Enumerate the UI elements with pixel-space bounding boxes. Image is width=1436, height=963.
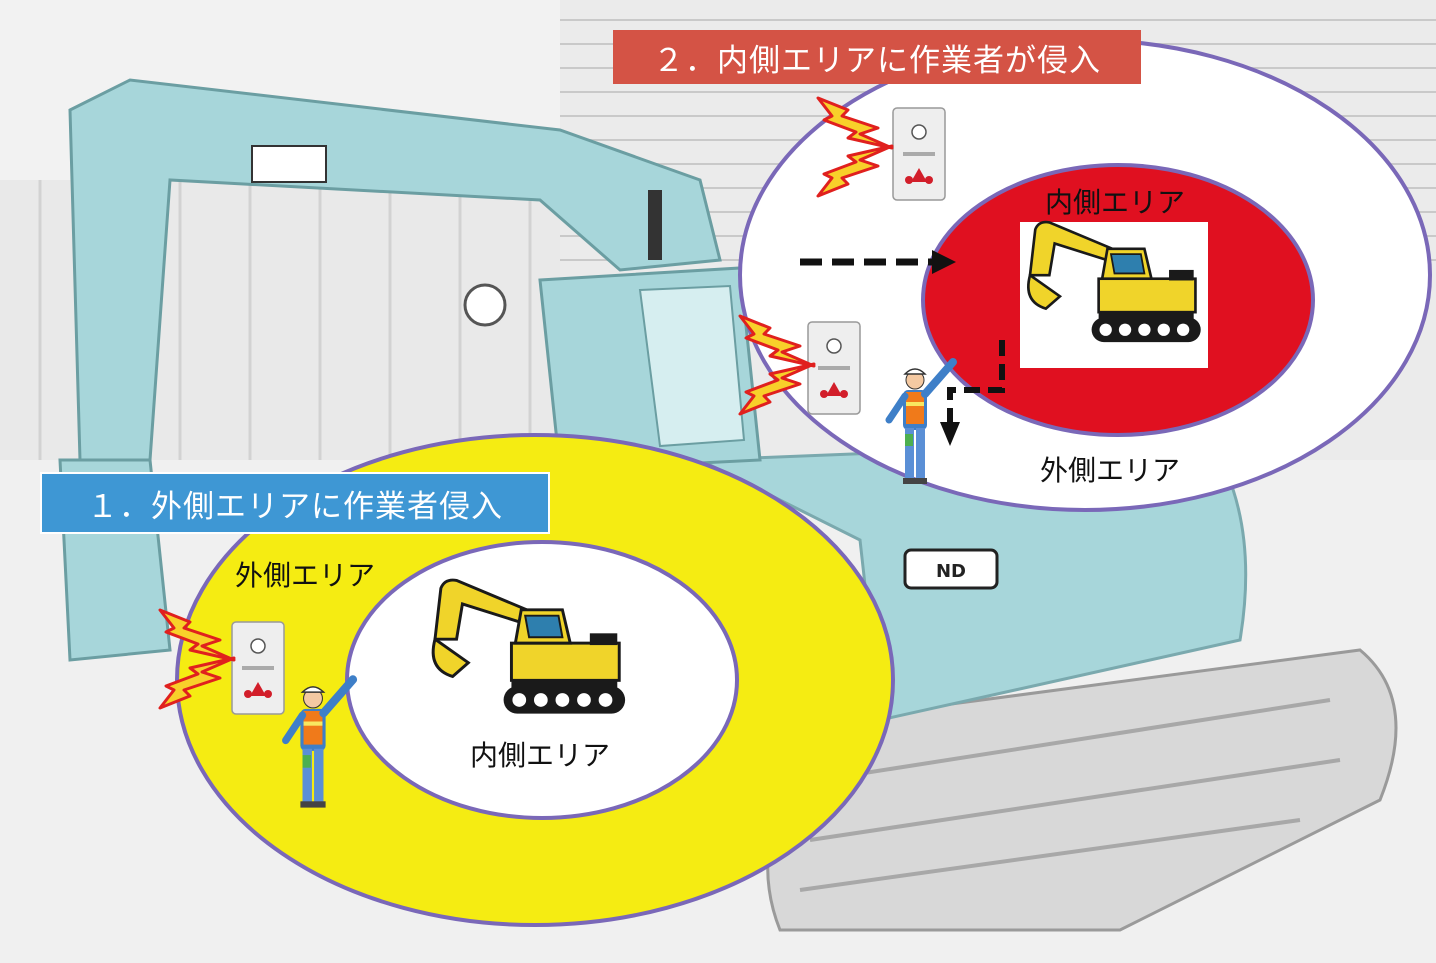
panel2-outer-label: 外側エリア (1040, 454, 1180, 487)
panel2-title-banner: ２．内側エリアに作業者が侵入 (613, 30, 1141, 84)
sensor-device-icon (807, 321, 861, 415)
panel2-inner-label: 内側エリア (1045, 186, 1185, 219)
panel1-diagram (158, 433, 895, 927)
sensor-device-icon (231, 621, 285, 715)
sensor-device-icon (892, 107, 946, 201)
panel1-title-banner: １．外側エリアに作業者侵入 (40, 472, 550, 534)
vehicle-plate: ND (936, 561, 966, 582)
panel1-inner-label: 内側エリア (470, 739, 610, 772)
panel2-title: ２．内側エリアに作業者が侵入 (653, 42, 1101, 79)
arrow-icon (940, 340, 1005, 446)
panel1-title: １．外側エリアに作業者侵入 (87, 488, 503, 525)
panel1-outer-label: 外側エリア (235, 559, 375, 592)
arrow-icon (800, 250, 956, 274)
panel2-diagram (738, 38, 1432, 512)
